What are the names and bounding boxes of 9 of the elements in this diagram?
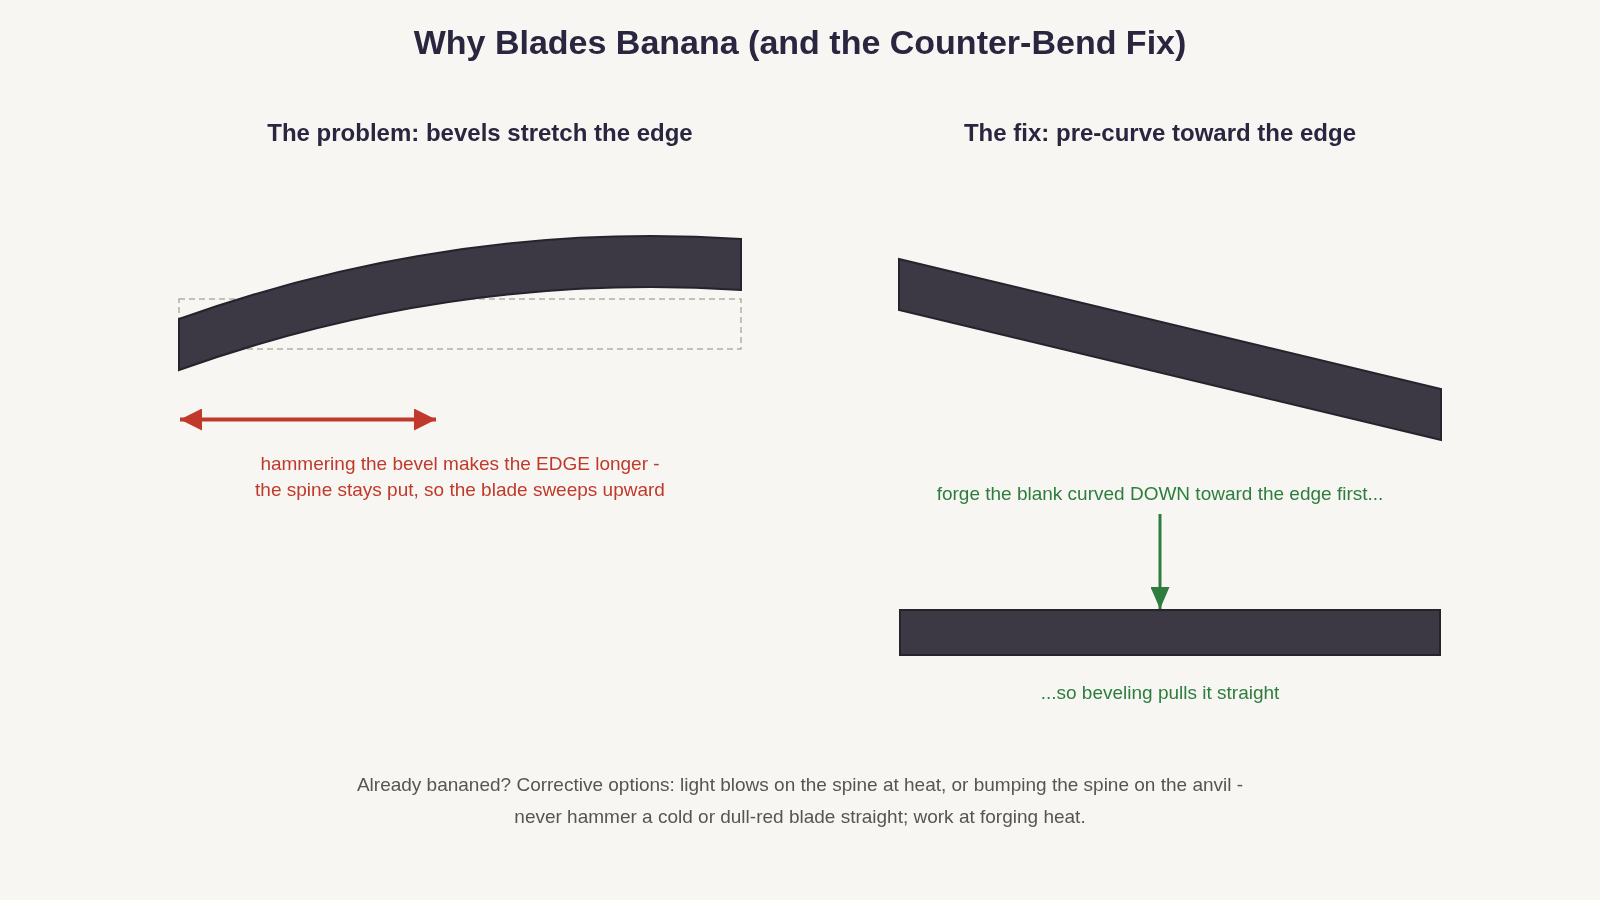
step-text: forge the blank curved DOWN toward the edge first...: [936, 474, 1384, 514]
blade-bar: [899, 609, 1441, 656]
note-text: Already bananed? Corrective options: light blows on the spine at heat, or bumping the spine on the anvil - never hammer a cold or dull-red blade straight; work at forging heat.: [355, 773, 1245, 829]
arrow: [1150, 514, 1170, 609]
section-heading: The problem: bevels stretch the edge: [267, 118, 693, 148]
title: Why Blades Banana (and the Counter-Bend Fix): [413, 22, 1187, 62]
section-heading: The fix: pre-curve toward the edge: [963, 118, 1357, 148]
annotation-text: hammering the bevel makes the EDGE longer - the spine stays put, so the blade sweeps upward: [254, 452, 666, 502]
caption-text: ...so beveling pulls it straight: [1040, 681, 1280, 705]
